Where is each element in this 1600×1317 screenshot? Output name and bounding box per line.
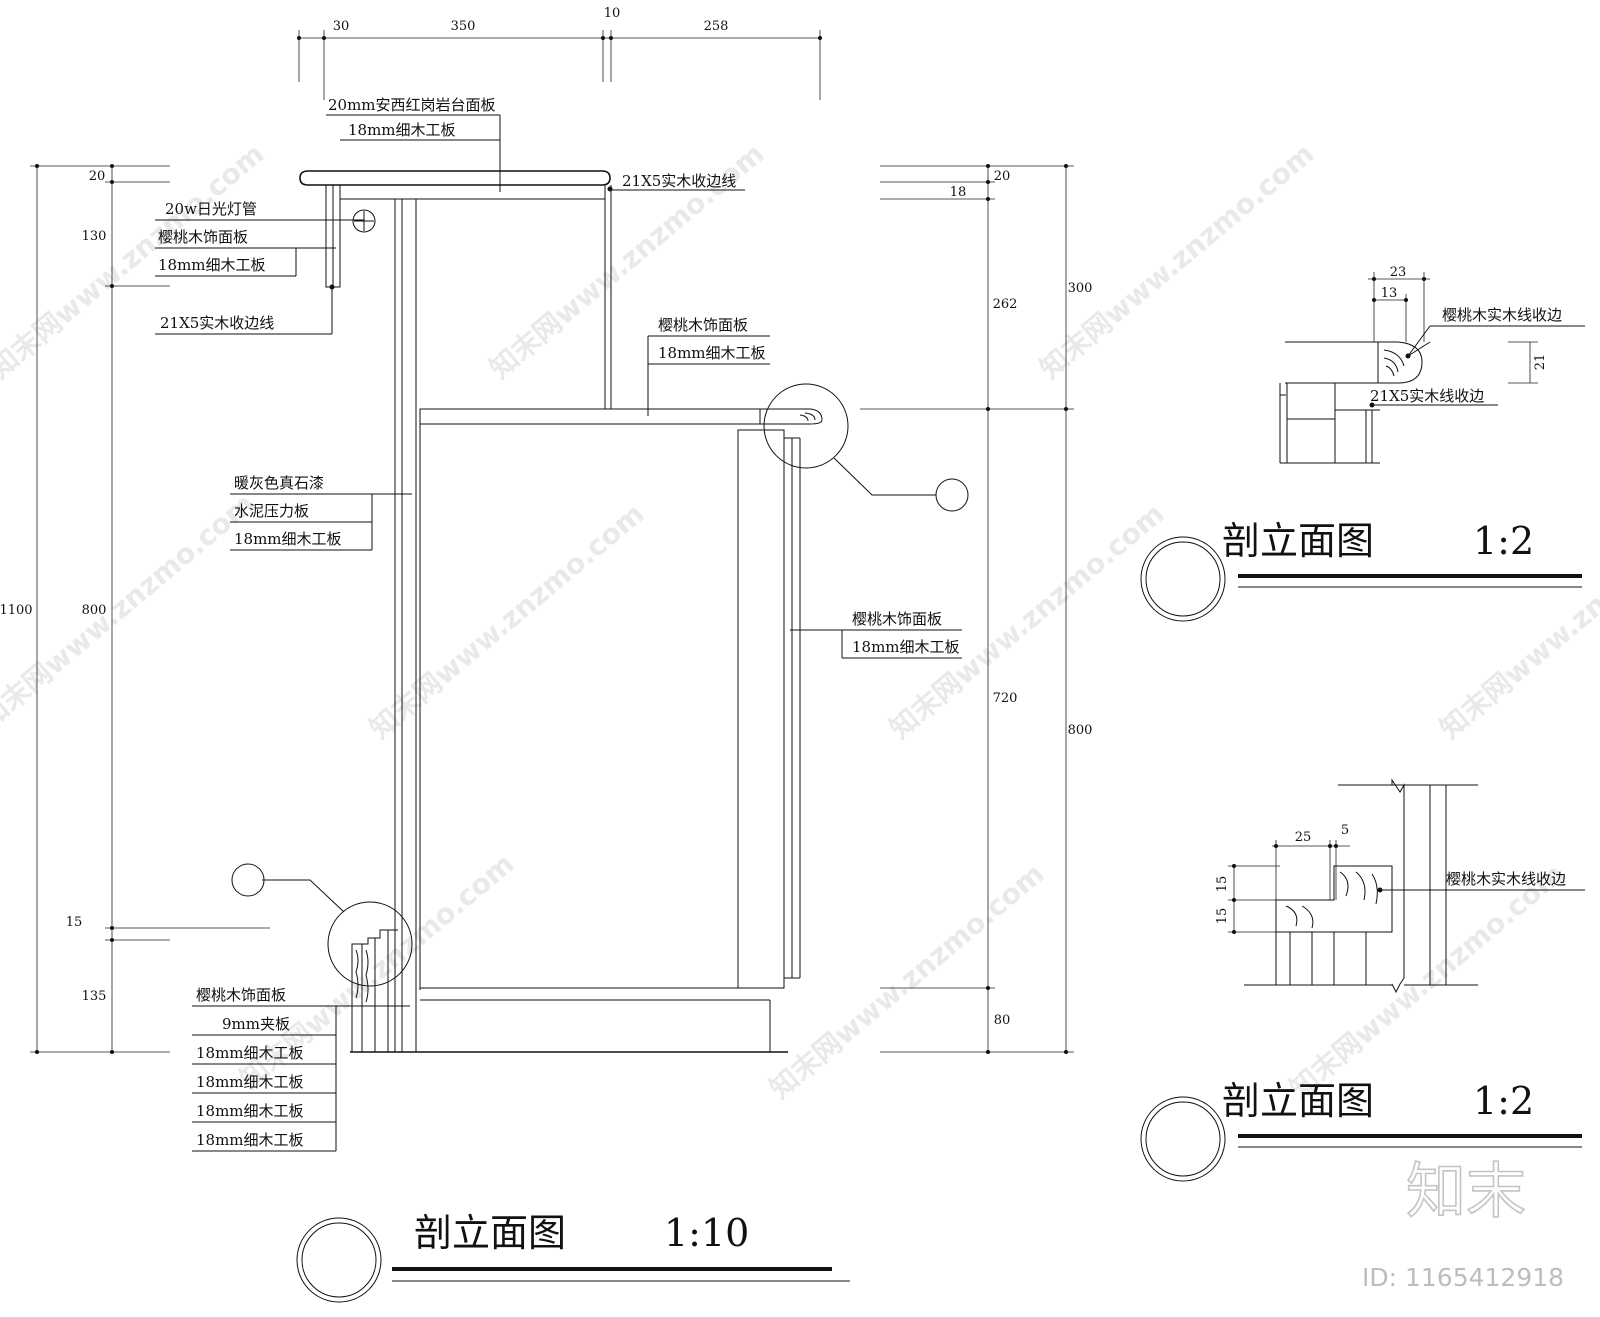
watermark: 知末网www.znzmo.com [0,487,260,735]
callout-text: 18mm细木工板 [158,256,266,274]
callout-text: 18mm细木工板 [196,1102,304,1120]
counter-section [299,170,823,1053]
detail-label: 樱桃木实木线收边 [1442,306,1562,324]
dim-label: 23 [1390,265,1407,280]
dim-label: 800 [82,603,107,618]
detail-label: 樱桃木实木线收边 [1446,870,1566,888]
callout-light: 20w日光灯管 樱桃木饰面板 18mm细木工板 21X5实木收边线 [155,200,364,335]
callout-text: 18mm细木工板 [852,638,960,656]
callout-text: 樱桃木饰面板 [158,228,248,246]
detail-circle-lower [327,901,413,987]
callout-top: 20mm安西红岗岩台面板 18mm细木工板 21X5实木收边线 [326,96,745,192]
fluorescent-tube-icon [352,209,376,233]
watermark: 知末网www.znzmo.com [763,857,1050,1105]
callout-shelf: 樱桃木饰面板 18mm细木工板 [647,316,770,416]
detail-reference-bubbles [231,383,969,987]
brand-logo-text: 知末 [1406,1157,1526,1227]
detail-1: 23 13 21 樱桃木实木线收边 21X5实木线收边 剖立面图 1:2 [1140,265,1585,622]
door-panel [737,429,785,989]
callout-text: 18mm细木工板 [196,1044,304,1062]
callout-text: 18mm细木工板 [658,344,766,362]
left-dimension-chains: 1100 20 130 800 15 135 [0,164,270,1054]
callout-text: 9mm夹板 [222,1015,290,1033]
dim-label: 20 [89,169,106,184]
dim-label: 15 [1215,876,1230,893]
dim-label: 20 [994,169,1011,184]
callout-text: 18mm细木工板 [196,1073,304,1091]
shelf-edge-trim [760,408,823,425]
dim-label: 350 [451,19,476,34]
main-scale: 1:10 [664,1211,749,1255]
callout-text: 暖灰色真石漆 [234,474,324,492]
base-trim [351,929,398,1052]
watermark: 知末网www.znzmo.com [1033,137,1320,385]
watermark: 知末网www.znzmo.com [1283,857,1570,1105]
callout-text: 樱桃木饰面板 [658,316,748,334]
callout-text: 18mm细木工板 [196,1131,304,1149]
detail-label: 21X5实木线收边 [1370,387,1484,405]
callout-text: 樱桃木饰面板 [852,610,942,628]
dim-label: 25 [1295,830,1312,845]
title-bubble-outer [296,1217,382,1303]
callout-text: 水泥压力板 [234,502,309,520]
dim-label: 18 [950,185,967,200]
detail1-scale: 1:2 [1473,519,1534,563]
callout-base: 樱桃木饰面板 9mm夹板 18mm细木工板 18mm细木工板 18mm细木工板 … [192,986,410,1152]
detail-2: 25 5 15 15 樱桃木实木线收边 剖立面图 1:2 [1140,778,1585,1182]
dim-label: 300 [1068,281,1093,296]
callout-text: 21X5实木收边线 [160,314,274,332]
dim-label: 10 [604,6,621,21]
right-dimension-chains: 20 18 262 720 80 300 800 [860,164,1092,1054]
dim-label: 135 [82,989,107,1004]
detail1-title: 剖立面图 [1222,519,1374,563]
callout-text: 18mm细木工板 [348,121,456,139]
title-bubble-inner [301,1222,377,1298]
dim-label: 262 [993,297,1018,312]
detail2-scale: 1:2 [1473,1079,1534,1123]
dim-label: 800 [1068,723,1093,738]
dim-label: 130 [82,229,107,244]
dim-label: 720 [993,691,1018,706]
dim-label: 1100 [0,603,33,618]
shelf [419,408,761,425]
dim-label: 80 [994,1013,1011,1028]
granite-countertop [299,170,611,186]
main-title: 剖立面图 [414,1211,566,1255]
dim-label: 15 [66,915,83,930]
dim-label: 258 [704,19,729,34]
callout-wall: 暖灰色真石漆 水泥压力板 18mm细木工板 [230,474,412,551]
detail-bubble-lower [231,863,265,897]
callout-text: 21X5实木收边线 [622,172,736,190]
main-title-block: 剖立面图 1:10 [296,1211,850,1303]
dim-label: 13 [1381,286,1398,301]
callout-text: 20mm安西红岗岩台面板 [328,96,496,114]
dim-label: 21 [1533,354,1548,371]
top-dimension-chain: 30 350 10 258 [297,6,822,100]
callout-right-panel: 樱桃木饰面板 18mm细木工板 [790,610,962,659]
dim-label: 30 [333,19,350,34]
detail-bubble-upper [935,478,969,512]
dim-label: 5 [1341,823,1349,838]
dim-label: 15 [1215,908,1230,925]
callout-text: 20w日光灯管 [165,200,257,218]
callout-text: 18mm细木工板 [234,530,342,548]
detail2-title: 剖立面图 [1222,1079,1374,1123]
callout-text: 樱桃木饰面板 [196,986,286,1004]
image-id: ID: 1165412918 [1362,1263,1564,1292]
watermark: 知末网www.znzmo.com [363,497,650,745]
detail-circle-upper [763,383,849,469]
